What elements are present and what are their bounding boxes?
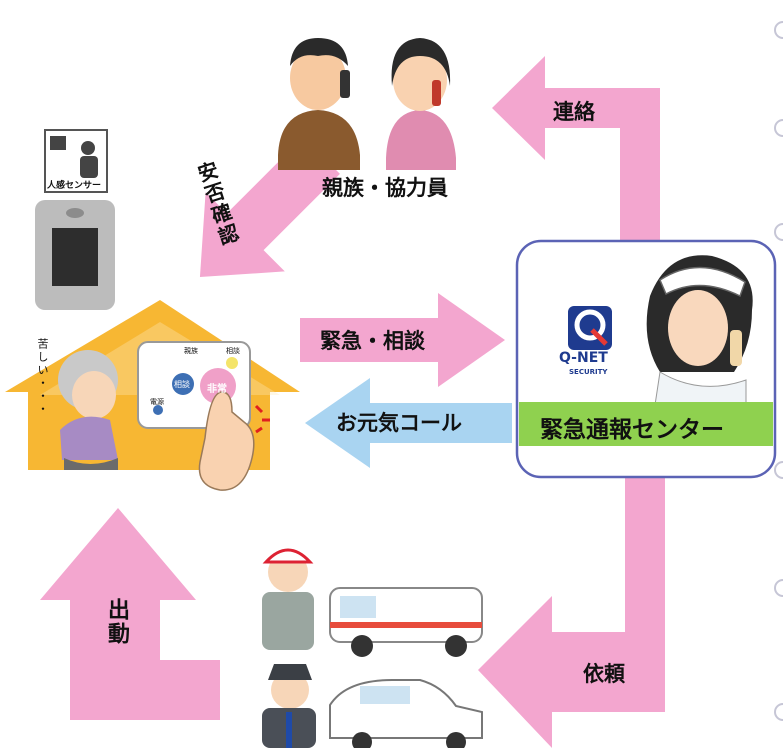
device-small-label: 電源 xyxy=(150,398,164,406)
request-arrow xyxy=(478,476,665,748)
emergency-consult-label: 緊急・相談 xyxy=(320,329,425,353)
sensor-label: 人感センサー xyxy=(47,181,102,191)
right-edge-markers xyxy=(774,21,783,721)
genki-call-arrow xyxy=(305,378,512,468)
emergency-consult-arrow xyxy=(300,293,505,387)
request-label: 依頼 xyxy=(583,662,625,686)
dispatch-label: 出動 xyxy=(104,598,129,646)
dispatch-arrow xyxy=(40,508,220,720)
family-illustration xyxy=(278,38,456,170)
safety-check-arrow xyxy=(199,137,340,278)
device-blue-button-label: 相談 xyxy=(174,380,190,389)
emergency-center-box xyxy=(515,239,777,479)
dispatch-team-illustration xyxy=(262,548,483,748)
device-top-left-label: 親族 xyxy=(184,347,198,355)
contact-label: 連絡 xyxy=(553,100,595,124)
sensor-illustration xyxy=(35,129,115,310)
device-top-right-label: 相談 xyxy=(226,347,240,355)
genki-call-label: お元気コール xyxy=(336,411,462,435)
contact-arrow xyxy=(492,56,660,248)
device-red-button-label: 非常 xyxy=(207,384,227,395)
suffering-label: 苦しい・・・ xyxy=(36,338,49,416)
brand-label: Q-NET xyxy=(559,350,608,366)
brand-sub-label: SECURITY xyxy=(569,368,608,376)
house-illustration xyxy=(5,300,300,491)
family-label: 親族・協力員 xyxy=(322,176,448,200)
center-label: 緊急通報センター xyxy=(540,417,724,443)
